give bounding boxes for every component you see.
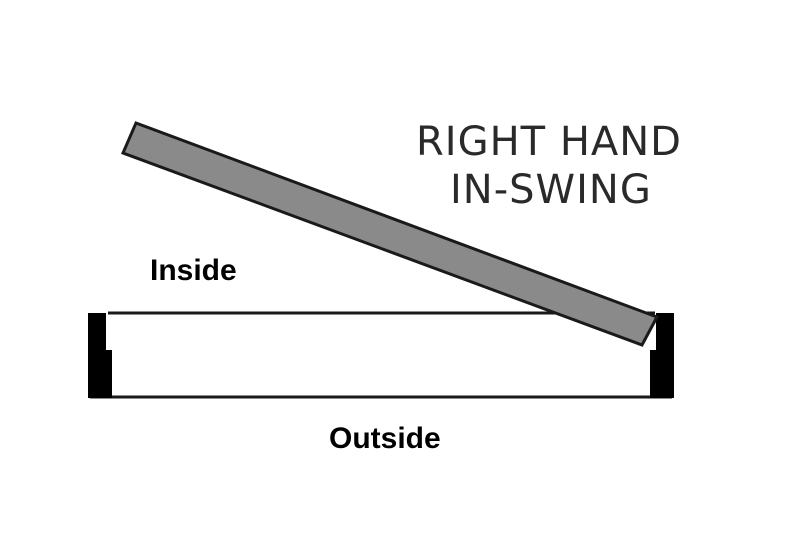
right-jamb <box>650 313 674 398</box>
left-jamb <box>88 313 112 398</box>
inside-label: Inside <box>150 254 237 287</box>
outside-label: Outside <box>329 422 441 455</box>
title-line-1: RIGHT HAND <box>416 119 682 165</box>
title-line-2: IN-SWING <box>450 167 652 213</box>
door-leaf <box>120 121 660 347</box>
